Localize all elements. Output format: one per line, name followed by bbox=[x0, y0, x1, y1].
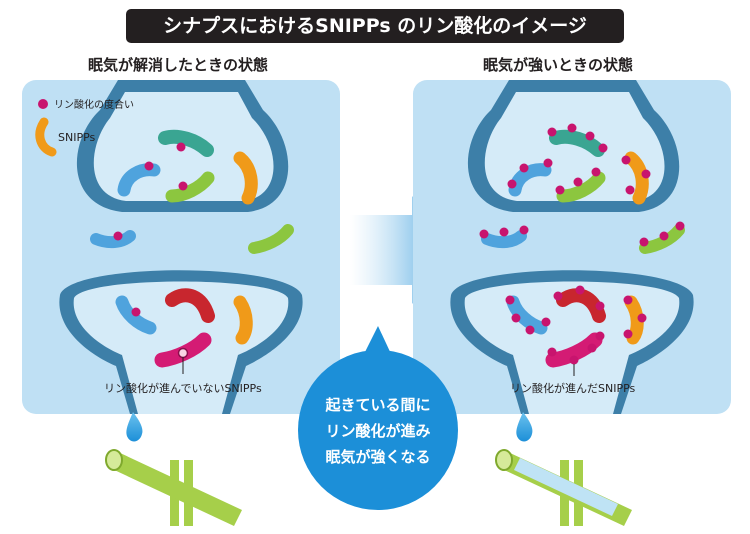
right-molecule-red bbox=[556, 288, 606, 323]
right-phospho-dot bbox=[595, 301, 605, 311]
left-phospho-dot bbox=[178, 181, 188, 191]
right-molecule-orange-post bbox=[624, 295, 644, 345]
left-water-drop bbox=[126, 412, 143, 442]
left-phospho-dot bbox=[131, 307, 141, 317]
right-phospho-dot bbox=[479, 229, 489, 239]
right-phospho-dot bbox=[598, 143, 608, 153]
left-stem-illustration bbox=[105, 412, 242, 526]
bubble-line-1: 起きている間に bbox=[324, 396, 430, 414]
bubble-circle bbox=[298, 350, 458, 510]
right-molecule-green-cleft bbox=[639, 224, 685, 254]
right-phospho-dot bbox=[623, 329, 633, 339]
right-phospho-dot bbox=[541, 317, 551, 327]
left-molecule-blue-post bbox=[115, 295, 157, 335]
legend-phospho-label: リン酸化の度合い bbox=[54, 98, 134, 111]
right-phospho-dot bbox=[547, 127, 557, 137]
right-phospho-dot bbox=[525, 325, 535, 335]
left-molecule-orange bbox=[233, 151, 258, 205]
right-molecule-blue-post bbox=[506, 295, 548, 335]
bubble-pointer bbox=[363, 326, 392, 356]
right-phospho-dot bbox=[547, 347, 557, 357]
right-phospho-dot bbox=[511, 313, 521, 323]
left-panel: リン酸化の度合い SNIPPs リン酸化が進んでいないSNIPPs bbox=[22, 80, 340, 414]
right-phospho-dot bbox=[505, 295, 515, 305]
right-water-drop bbox=[516, 412, 533, 442]
right-molecule-orange bbox=[624, 151, 649, 205]
right-phospho-dot bbox=[595, 331, 605, 341]
right-phospho-dot bbox=[621, 155, 631, 165]
right-phospho-dot bbox=[519, 225, 529, 235]
left-molecule-blue-cleft bbox=[90, 230, 136, 249]
left-molecule-orange-post bbox=[233, 295, 253, 345]
title-text: シナプスにおけるSNIPPs のリン酸化のイメージ bbox=[163, 15, 587, 37]
left-stem-opening bbox=[105, 449, 123, 471]
legend-snipps-icon bbox=[35, 117, 57, 157]
right-molecule-magenta bbox=[545, 332, 603, 368]
left-phospho-dot bbox=[177, 347, 189, 359]
right-molecule-teal bbox=[549, 129, 605, 157]
right-phospho-dot bbox=[623, 295, 633, 305]
right-panel-caption: 眠気が強いときの状態 bbox=[483, 56, 634, 74]
right-phospho-dot bbox=[639, 237, 649, 247]
title-bar: シナプスにおけるSNIPPs のリン酸化のイメージ bbox=[126, 9, 624, 43]
right-molecule-green bbox=[556, 171, 606, 203]
right-phospho-dot bbox=[587, 343, 597, 353]
right-phospho-dot bbox=[553, 291, 563, 301]
right-phospho-dot bbox=[507, 179, 517, 189]
right-phospho-dot bbox=[573, 177, 583, 187]
legend-snipps-label: SNIPPs bbox=[58, 131, 96, 144]
legend-phospho-dot bbox=[38, 99, 48, 109]
right-phospho-dot bbox=[567, 123, 577, 133]
right-stem-water-fill bbox=[514, 458, 618, 516]
right-phospho-dot bbox=[575, 285, 585, 295]
left-molecule-green-cleft bbox=[248, 224, 294, 254]
right-annotation-label: リン酸化が進んだSNIPPs bbox=[510, 381, 636, 395]
right-molecule-blue-cleft bbox=[481, 230, 527, 249]
left-molecule-red bbox=[165, 288, 215, 323]
right-phospho-dot bbox=[675, 221, 685, 231]
right-phospho-dot bbox=[625, 185, 635, 195]
right-phospho-dots bbox=[479, 123, 685, 365]
right-phospho-dot bbox=[585, 131, 595, 141]
callout-bubble: 起きている間に リン酸化が進み 眠気が強くなる bbox=[298, 326, 458, 510]
right-phospho-dot bbox=[543, 158, 553, 168]
left-annotation-label: リン酸化が進んでいないSNIPPs bbox=[104, 381, 262, 395]
right-phospho-dot bbox=[569, 355, 579, 365]
left-phospho-dot bbox=[113, 231, 123, 241]
left-stem-tube bbox=[110, 452, 242, 526]
right-phospho-dot bbox=[555, 185, 565, 195]
bubble-line-3: 眠気が強くなる bbox=[325, 448, 430, 466]
right-phospho-dot bbox=[499, 227, 509, 237]
right-phospho-dot bbox=[659, 231, 669, 241]
left-phospho-dot bbox=[176, 142, 186, 152]
right-phospho-dot bbox=[591, 167, 601, 177]
right-stem-illustration bbox=[495, 412, 632, 526]
right-phospho-dot bbox=[637, 313, 647, 323]
right-molecule-blue bbox=[508, 163, 552, 197]
right-panel: リン酸化が進んだSNIPPs bbox=[413, 80, 731, 414]
left-molecule-green bbox=[165, 171, 215, 203]
right-stem-opening bbox=[495, 449, 513, 471]
right-phospho-dot bbox=[641, 169, 651, 179]
bubble-line-2: リン酸化が進み bbox=[325, 422, 430, 440]
left-panel-caption: 眠気が解消したときの状態 bbox=[88, 56, 269, 74]
left-molecule-teal bbox=[158, 129, 214, 157]
left-phospho-dot bbox=[144, 161, 154, 171]
right-phospho-dot bbox=[519, 163, 529, 173]
